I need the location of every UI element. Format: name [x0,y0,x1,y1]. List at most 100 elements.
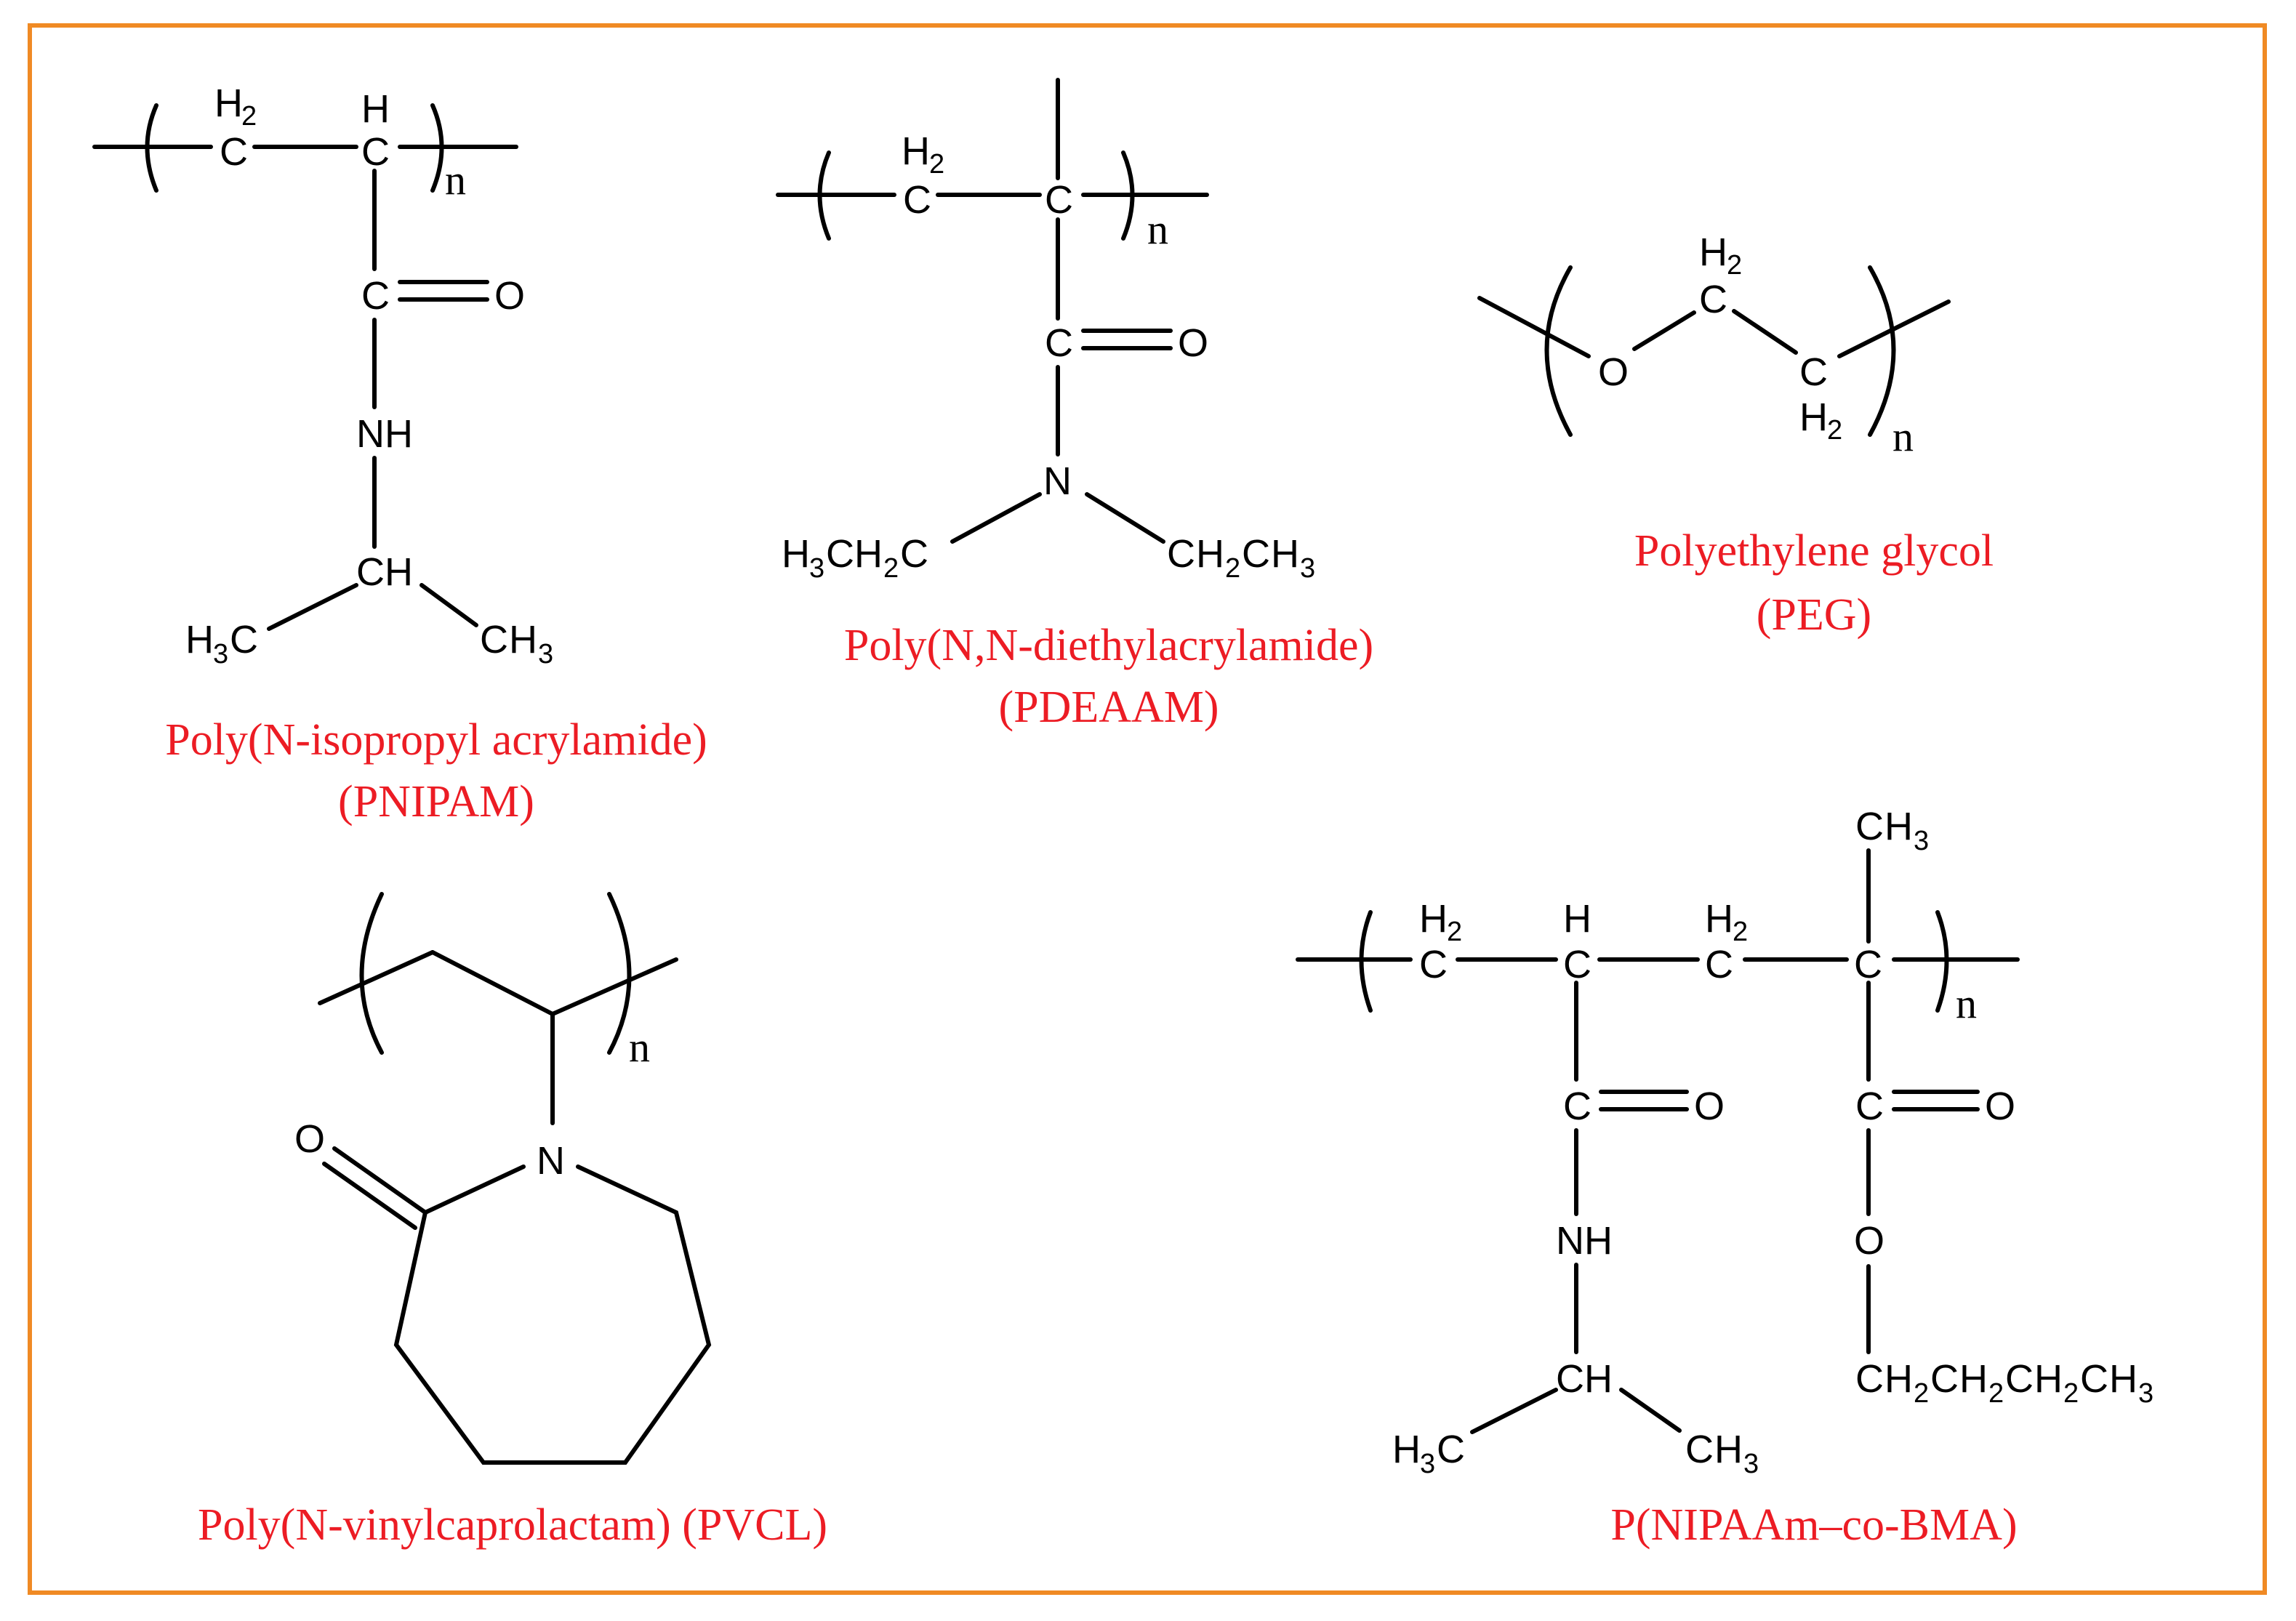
svg-text:C: C [1685,1428,1714,1471]
svg-text:C: C [361,274,390,318]
svg-text:H: H [2109,1357,2138,1401]
svg-text:3: 3 [1914,826,1929,856]
svg-text:3: 3 [809,553,824,584]
atom-c: C [220,130,248,174]
caption-name: P(NIPAAm–co-BMA) [1610,1500,2017,1550]
svg-text:O: O [1854,1219,1884,1263]
svg-text:2: 2 [1914,1378,1929,1409]
atom-h: H [214,81,243,125]
svg-text:C: C [1855,805,1884,848]
svg-text:C: C [230,618,258,661]
bracket-right [1935,910,1949,1013]
bracket-left [1359,910,1373,1013]
svg-text:C: C [1930,1357,1959,1401]
svg-text:O: O [494,274,525,318]
pnipam-structure: C H 2 C H n C O NH CH H 3 C C H 3 Poly(N… [92,81,707,826]
svg-text:C: C [1699,278,1727,321]
svg-text:H: H [1392,1428,1421,1471]
svg-text:2: 2 [1827,415,1842,446]
repeat-index: n [1147,206,1168,253]
svg-text:H: H [1714,1428,1743,1471]
repeat-index: n [1956,980,1977,1027]
svg-text:2: 2 [1727,250,1742,281]
bracket-left [817,150,831,241]
svg-text:H: H [185,618,214,661]
svg-text:2: 2 [2063,1378,2079,1409]
svg-text:H: H [1884,1357,1913,1401]
svg-text:3: 3 [213,639,228,669]
bracket-right [430,103,444,193]
pvcl-structure: n N O Poly(N-vinylcaprolactam) (PVCL) [198,892,827,1550]
caprolactam-ring [393,1165,712,1465]
svg-text:H: H [1419,897,1448,941]
svg-text:C: C [1799,350,1828,394]
svg-text:2: 2 [1225,553,1240,584]
svg-text:O: O [1598,350,1629,394]
repeat-index: n [1892,413,1914,460]
svg-text:CH: CH [1556,1357,1613,1401]
svg-text:C: C [2005,1357,2034,1401]
svg-text:O: O [1178,321,1208,365]
caption-name: Polyethylene glycol [1634,526,1994,576]
svg-text:C: C [1855,1357,1884,1401]
svg-text:C: C [903,178,931,222]
svg-text:C: C [1242,532,1270,576]
bracket-right [607,892,632,1055]
svg-text:N: N [537,1139,565,1183]
svg-text:O: O [1694,1085,1725,1128]
svg-text:C: C [1045,321,1073,365]
svg-text:H: H [509,618,537,661]
svg-text:2: 2 [1447,917,1462,947]
svg-text:2: 2 [1988,1378,2004,1409]
bracket-left [145,103,158,193]
repeat-index: n [629,1023,650,1071]
atom-h: H [361,87,390,131]
svg-text:C: C [1563,1085,1591,1128]
svg-text:NH: NH [1556,1219,1613,1263]
svg-text:H: H [1799,395,1828,439]
svg-text:C: C [1045,178,1073,222]
bracket-left [1544,265,1573,437]
svg-text:C: C [480,618,508,661]
svg-text:3: 3 [2138,1378,2153,1409]
caption-name: Poly(N-vinylcaprolactam) (PVCL) [198,1500,827,1550]
svg-text:H: H [1699,230,1727,274]
svg-text:C: C [826,532,854,576]
svg-text:H: H [1959,1357,1988,1401]
caption-abbr: (PDEAAM) [998,683,1219,732]
svg-text:2: 2 [883,553,899,584]
svg-text:O: O [1985,1085,2015,1128]
svg-text:H: H [1563,897,1591,941]
svg-text:C: C [1167,532,1195,576]
svg-text:H: H [854,532,883,576]
bracket-left [359,892,384,1055]
svg-text:3: 3 [1300,553,1315,584]
caption-abbr: (PNIPAM) [338,777,534,826]
caption-abbr: (PEG) [1757,590,1871,640]
svg-text:C: C [1437,1428,1465,1471]
atom-c: C [361,130,390,174]
svg-text:H: H [782,532,810,576]
svg-text:3: 3 [1743,1449,1759,1479]
svg-text:C: C [1855,1085,1884,1128]
svg-text:C: C [900,532,928,576]
bracket-right [1121,150,1135,241]
svg-text:H: H [2034,1357,2063,1401]
peg-structure: O C H 2 C H 2 n Polyethylene glycol (PEG… [1477,230,1994,640]
svg-text:C: C [1705,943,1733,986]
svg-text:2: 2 [1733,917,1748,947]
svg-text:O: O [294,1117,325,1161]
svg-text:H: H [1196,532,1224,576]
svg-text:CH: CH [356,550,413,594]
svg-text:C: C [1854,943,1882,986]
pdeaam-structure: C H 2 C n C O N H 3 C H 2 C C H 2 C H 3 … [776,78,1373,732]
svg-text:C: C [1563,943,1591,986]
svg-text:2: 2 [241,101,257,132]
svg-text:H: H [1271,532,1299,576]
caption-name: Poly(N,N-diethylacrylamide) [844,621,1373,670]
svg-text:C: C [2080,1357,2108,1401]
repeat-index: n [445,156,466,204]
bracket-right [1868,265,1896,437]
pnipaam-co-bma-structure: C H 2 C H C H 2 C C H 3 n C O NH CH H 3 … [1296,805,2153,1550]
